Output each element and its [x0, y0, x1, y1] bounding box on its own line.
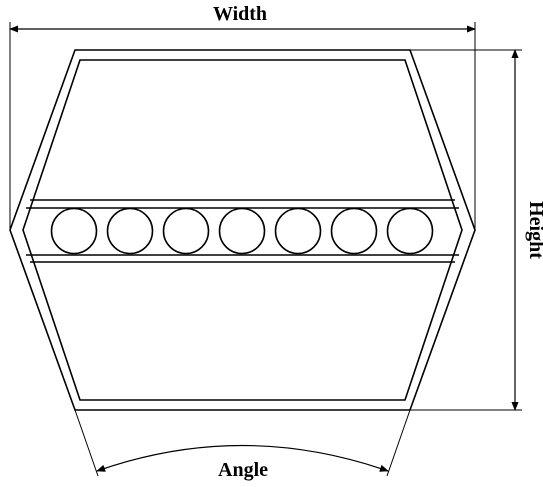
cord-circle [330, 207, 378, 255]
belt-inner-outline [22, 59, 463, 401]
cord-circle [274, 207, 322, 255]
cord-circle [386, 207, 434, 255]
cord-circle [50, 207, 98, 255]
width-label: Width [213, 3, 267, 25]
angle-extension-right [386, 409, 411, 477]
angle-extension-left [74, 409, 99, 477]
angle-dimension: Angle [74, 409, 411, 481]
height-label: Height [525, 201, 543, 259]
belt-outer-outline [9, 49, 476, 411]
tension-cords [50, 207, 434, 255]
cord-circle [218, 207, 266, 255]
cord-circle [106, 207, 154, 255]
angle-arc [96, 444, 389, 472]
width-dimension: Width [9, 3, 476, 230]
angle-label: Angle [218, 459, 268, 481]
cord-circle [162, 207, 210, 255]
height-dimension: Height [410, 49, 543, 411]
